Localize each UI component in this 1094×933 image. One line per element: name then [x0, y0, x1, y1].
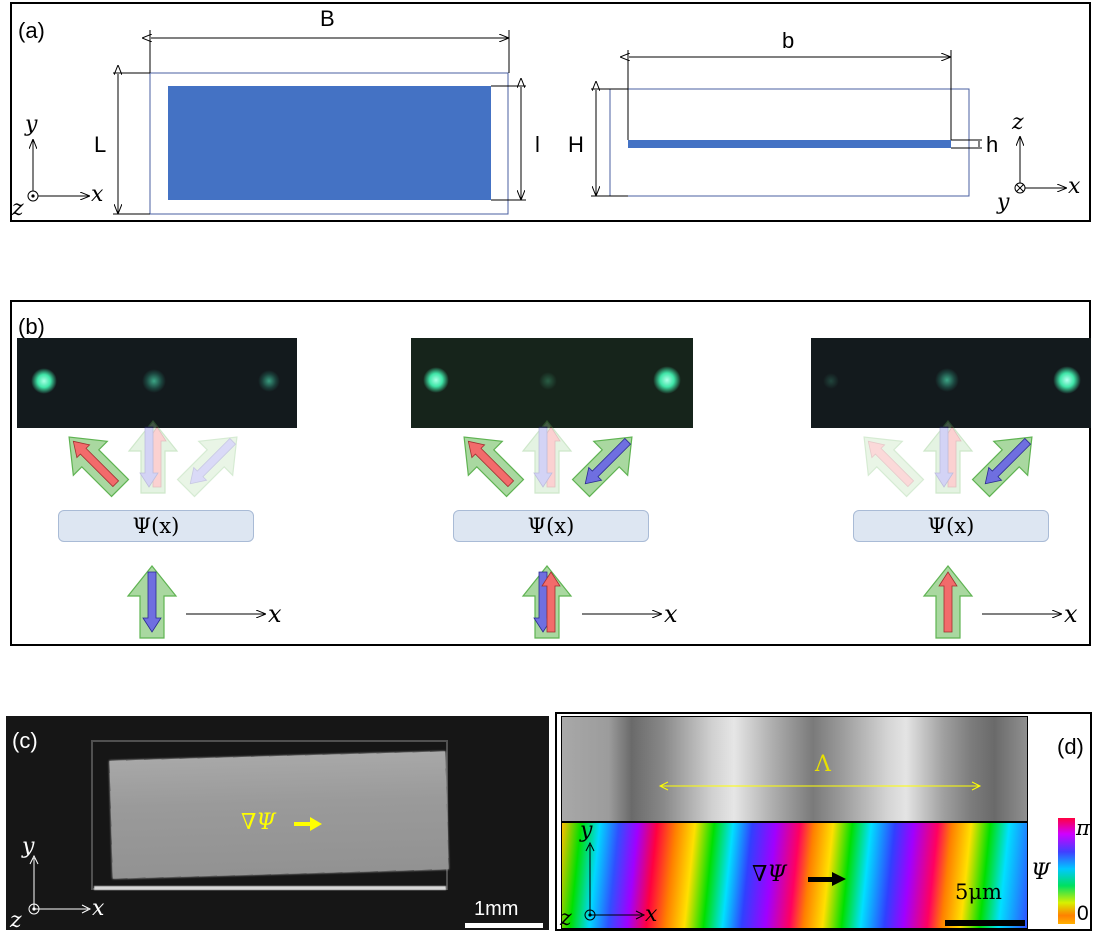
phase-map — [561, 822, 1028, 929]
spot-right — [258, 370, 280, 392]
film-side-view — [628, 140, 951, 148]
colorbar-min-label: 0 — [1077, 902, 1089, 925]
spot-center — [935, 368, 959, 392]
spot-right — [653, 366, 681, 394]
x-axis-label-1: x — [268, 600, 282, 628]
film-top-view — [168, 86, 491, 200]
axis-left-z-label: z — [12, 196, 24, 221]
gradient-label-d: ∇Ψ — [752, 862, 787, 887]
panel-c-photo: (c) ∇Ψ y x z 1mm — [6, 716, 549, 930]
bright-edge — [94, 886, 446, 890]
dim-l-label: l — [535, 132, 540, 157]
dim-b-label: b — [782, 28, 795, 53]
gradient-label-c: ∇Ψ — [241, 810, 276, 835]
x-axis-label-2: x — [664, 600, 678, 628]
operator-box-1: Ψ(x) — [58, 510, 254, 542]
scale-bar-label-d: 5μm — [955, 880, 1002, 904]
gradient-arrow-d — [808, 877, 834, 882]
axis-right-x-label: x — [1068, 174, 1081, 199]
panel-b-arrows — [51, 419, 1094, 639]
axis-left-y-label: y — [25, 112, 38, 137]
dim-L-label: L — [94, 132, 107, 157]
axes-left — [27, 140, 89, 202]
intensity-image — [561, 716, 1028, 822]
axes-d — [584, 841, 646, 921]
spot-left — [423, 367, 449, 393]
gradient-arrowhead-d — [832, 872, 846, 886]
operator-box-3: Ψ(x) — [853, 510, 1049, 542]
spot-left — [823, 373, 839, 389]
axis-left-x-label: x — [91, 182, 104, 207]
colorbar-title: Ψ — [1031, 860, 1051, 885]
panel-c-label: (c) — [12, 728, 38, 753]
dim-H-label: H — [568, 132, 584, 157]
panel-d-label: (d) — [1057, 734, 1084, 759]
scale-bar-label-c: 1mm — [474, 898, 519, 920]
gradient-arrow-c — [294, 822, 312, 826]
axis-d-y-label: y — [580, 818, 593, 843]
spot-left — [31, 368, 57, 394]
spot-center — [142, 369, 166, 393]
spot-right — [1053, 366, 1081, 394]
x-axis-label-3: x — [1064, 600, 1078, 628]
dim-h-label: h — [986, 132, 999, 157]
axis-d-x-label: x — [645, 902, 658, 927]
gradient-arrowhead-c — [310, 817, 322, 831]
panel-a-drawing — [27, 30, 1094, 215]
colorbar-max-label: π — [1076, 816, 1090, 840]
scale-bar-c — [465, 923, 543, 928]
axes-right — [1014, 137, 1066, 194]
axis-d-z-label: z — [560, 906, 572, 931]
axis-c-x-label: x — [92, 896, 105, 921]
substrate-top-view — [149, 72, 509, 215]
panel-d: (d) — [555, 712, 1092, 931]
axis-c-z-label: z — [10, 908, 22, 930]
operator-box-2: Ψ(x) — [453, 510, 649, 542]
substrate-side-view — [609, 88, 970, 197]
axes-c — [28, 854, 92, 915]
axis-right-z-label: z — [1012, 110, 1024, 135]
panel-b-label: (b) — [18, 314, 45, 339]
panel-a: (a) — [10, 2, 1091, 222]
spot-center — [539, 372, 557, 390]
dim-B-label: B — [320, 6, 335, 31]
diffraction-image-3 — [811, 338, 1091, 428]
axis-c-y-label: y — [22, 834, 35, 859]
diffraction-image-2 — [411, 338, 693, 428]
scale-bar-d — [945, 920, 1025, 926]
period-label: Λ — [815, 752, 831, 777]
panel-b: (b) — [10, 300, 1091, 646]
diffraction-image-1 — [17, 338, 297, 428]
panel-a-label: (a) — [18, 18, 45, 43]
phase-colorbar — [1058, 818, 1075, 924]
axis-right-y-label: y — [997, 190, 1010, 215]
